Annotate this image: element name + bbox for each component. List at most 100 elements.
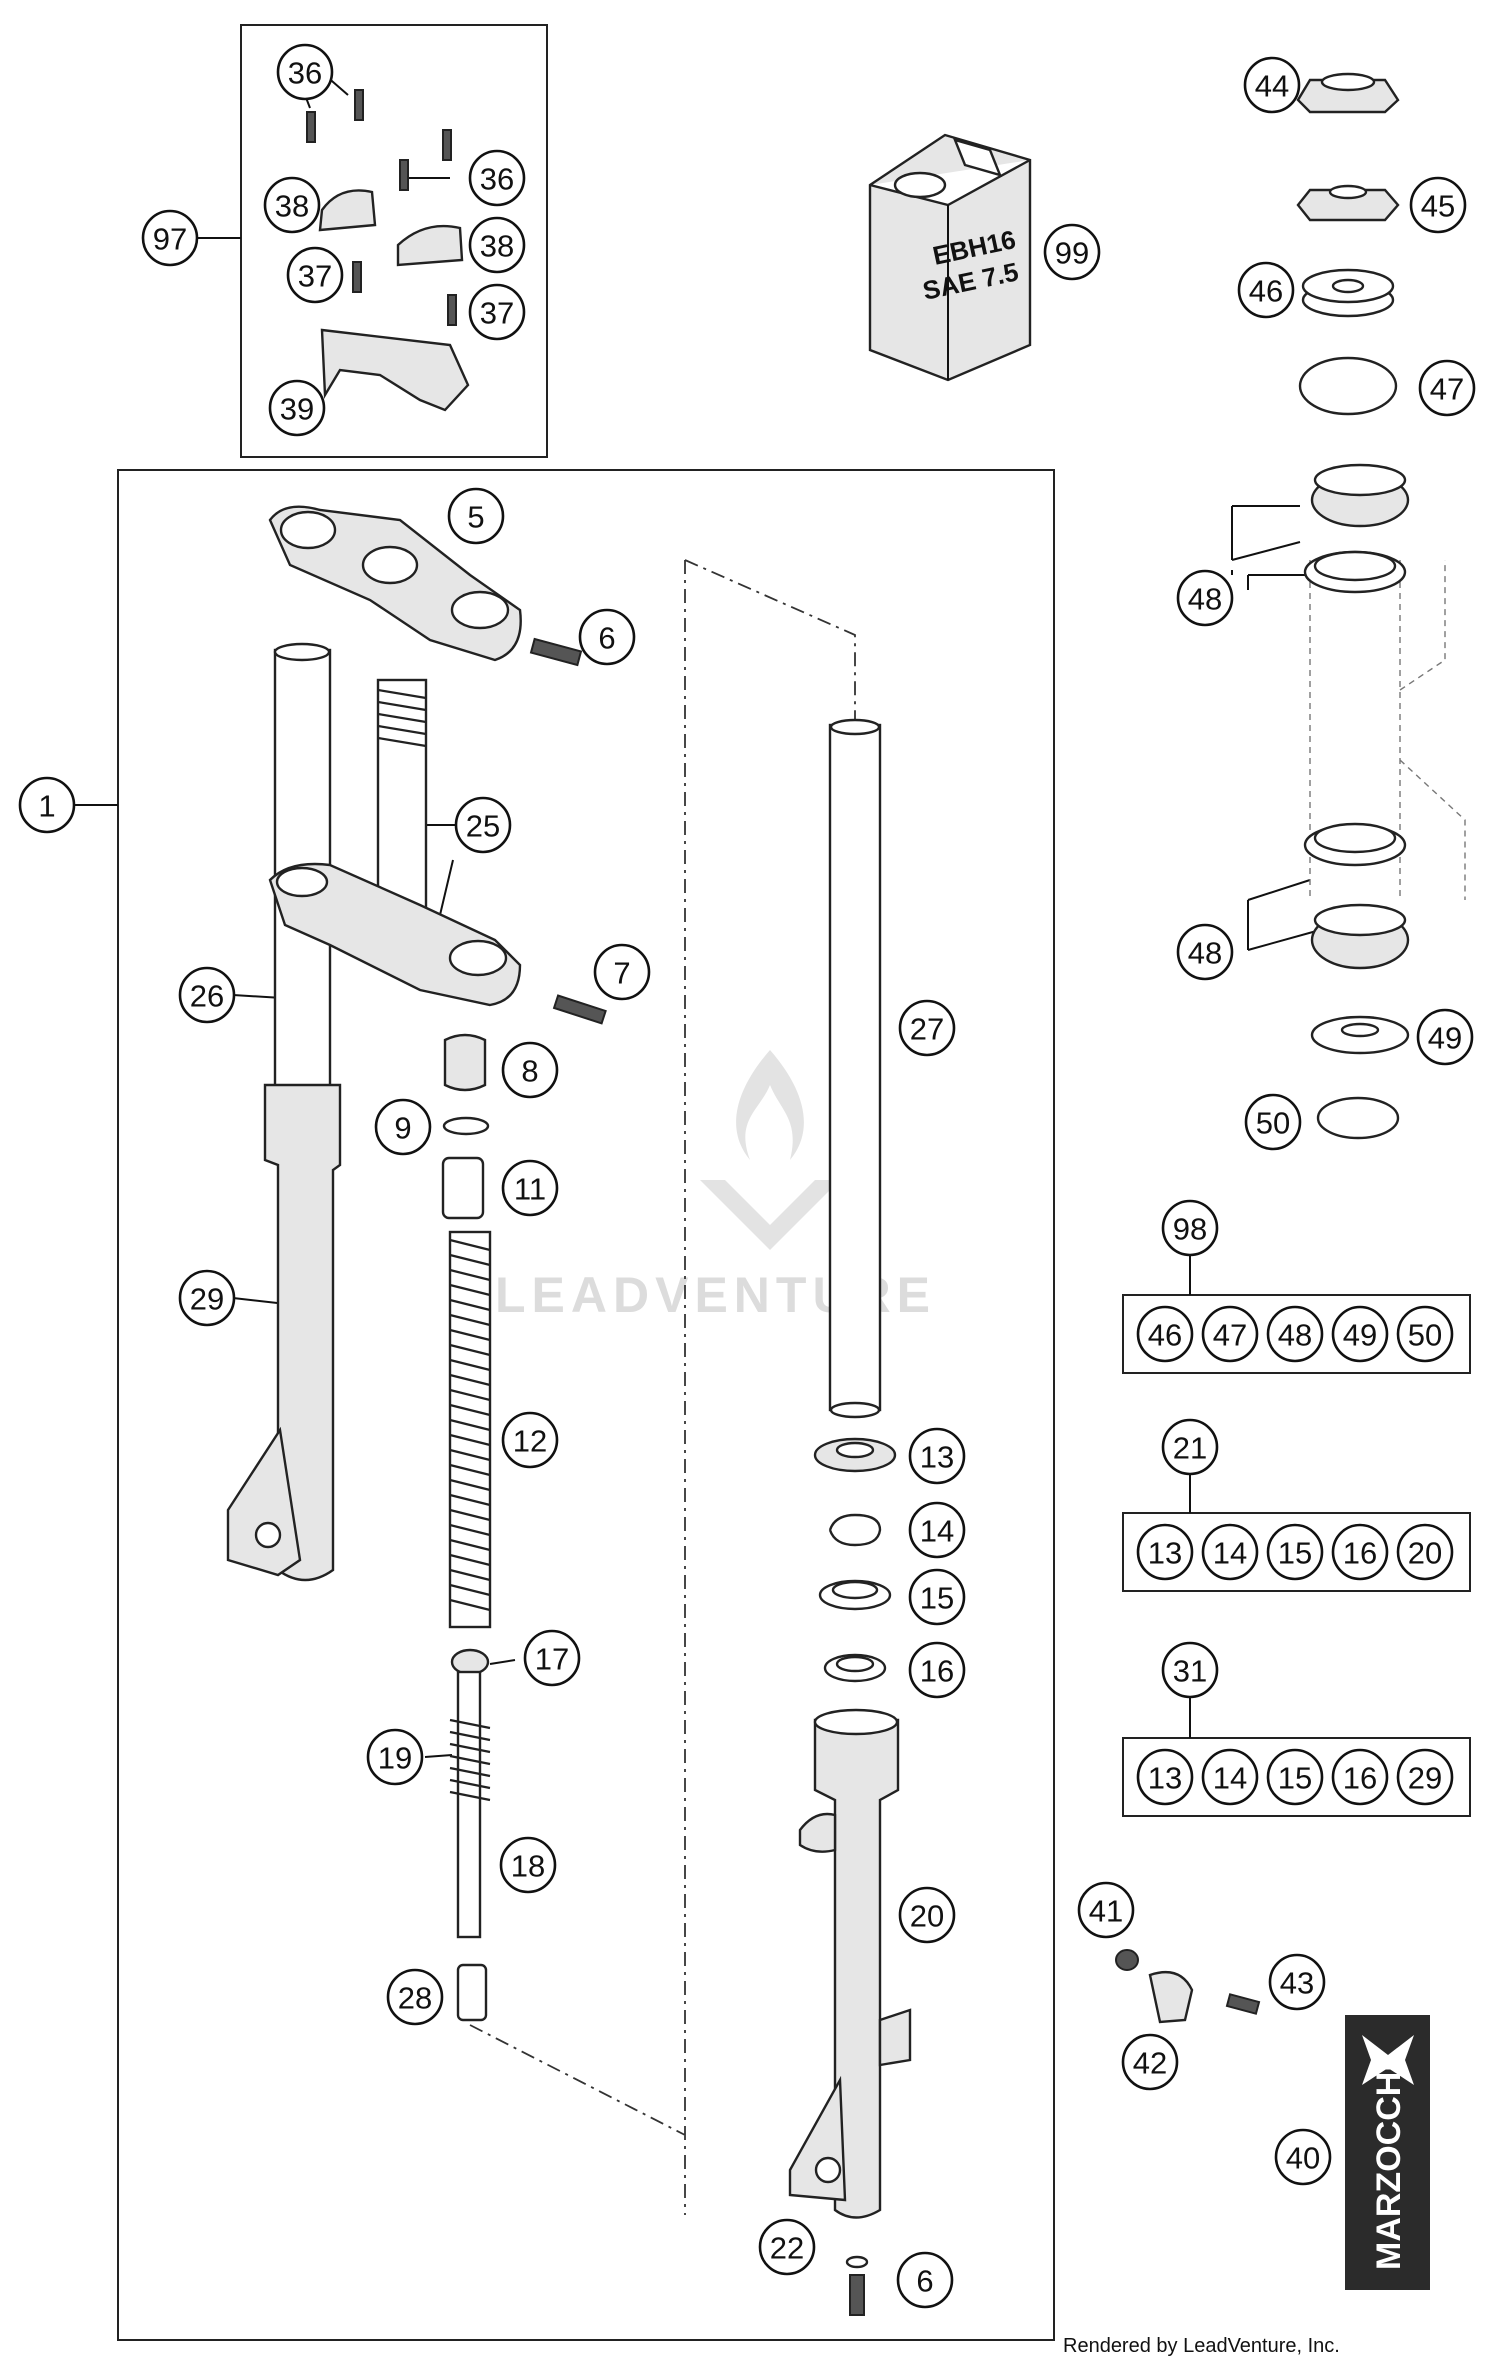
callout-36: 36 xyxy=(276,43,334,101)
callout-label: 22 xyxy=(770,2231,804,2266)
callout-label: 36 xyxy=(288,56,322,91)
callout-circle xyxy=(141,209,199,267)
callout-label: 48 xyxy=(1188,936,1222,971)
fork-tube-27 xyxy=(828,723,882,1412)
callout-48: 48 xyxy=(1176,569,1234,627)
kit-item-circle xyxy=(1136,1748,1194,1806)
callout-47: 47 xyxy=(1418,359,1476,417)
callout-40: 40 xyxy=(1274,2128,1332,2186)
callout-label: 6 xyxy=(916,2264,933,2299)
callout-label: 25 xyxy=(466,809,500,844)
clamp-kit-frame xyxy=(240,24,548,458)
callout-circle xyxy=(1161,1641,1219,1699)
callout-98: 98 xyxy=(1161,1199,1219,1257)
clamp-cap-upper xyxy=(318,189,377,232)
kit-item-label: 15 xyxy=(1278,1536,1312,1571)
callout-38: 38 xyxy=(263,176,321,234)
callout-5: 5 xyxy=(447,487,505,545)
rendered-by-credit: Rendered by LeadVenture, Inc. xyxy=(1063,2335,1340,2357)
callout-circle xyxy=(499,1836,557,1894)
kit-item-label: 16 xyxy=(1343,1761,1377,1796)
flame-icon xyxy=(736,1050,804,1160)
clamp-base xyxy=(320,328,470,412)
callout-44: 44 xyxy=(1243,56,1301,114)
clip-14 xyxy=(828,1513,882,1547)
callout-label: 16 xyxy=(920,1654,954,1689)
callout-circle xyxy=(1268,1953,1326,2011)
callout-circle xyxy=(501,1411,559,1469)
kit31-item-29: 29 xyxy=(1396,1748,1454,1806)
callout-layer: 9736363838373739994445464748484950982131… xyxy=(18,43,1476,2309)
leader-lines xyxy=(75,74,1321,1758)
kit98-item-48: 48 xyxy=(1266,1305,1324,1363)
callout-label: 43 xyxy=(1280,1966,1314,2001)
callout-28: 28 xyxy=(386,1968,444,2026)
callout-15: 15 xyxy=(908,1568,966,1626)
kit-98-box xyxy=(1122,1294,1471,1374)
callout-label: 50 xyxy=(1256,1106,1290,1141)
callout-circle xyxy=(523,1629,581,1687)
callout-9: 9 xyxy=(374,1098,432,1156)
callout-31: 31 xyxy=(1161,1641,1219,1699)
callout-circle xyxy=(1244,1093,1302,1151)
callout-43: 43 xyxy=(1268,1953,1326,2011)
callout-label: 45 xyxy=(1421,189,1455,224)
callout-26: 26 xyxy=(178,966,236,1024)
kit-item-label: 47 xyxy=(1213,1318,1247,1353)
callout-label: 47 xyxy=(1430,372,1464,407)
v-logo-icon xyxy=(700,1180,840,1250)
callout-label: 46 xyxy=(1249,274,1283,309)
callout-circle xyxy=(468,149,526,207)
kit21-item-14: 14 xyxy=(1201,1523,1259,1581)
callout-circle xyxy=(1409,176,1467,234)
callout-20: 20 xyxy=(898,1886,956,1944)
callout-circle xyxy=(1077,1881,1135,1939)
callout-label: 20 xyxy=(910,1899,944,1934)
callout-circle xyxy=(468,283,526,341)
callout-label: 38 xyxy=(480,229,514,264)
callout-label: 6 xyxy=(598,621,615,656)
kit21-item-20: 20 xyxy=(1396,1523,1454,1581)
spacer-11 xyxy=(441,1156,485,1220)
callout-21: 21 xyxy=(1161,1418,1219,1476)
kit-item-label: 14 xyxy=(1213,1761,1247,1796)
callout-27: 27 xyxy=(898,999,956,1057)
nut-45 xyxy=(1296,188,1400,222)
callout-label: 98 xyxy=(1173,1212,1207,1247)
kit-item-circle xyxy=(1331,1748,1389,1806)
bushing-28 xyxy=(456,1963,488,2022)
callout-label: 8 xyxy=(521,1054,538,1089)
o-ring-9 xyxy=(442,1116,490,1136)
spring-12 xyxy=(448,1230,492,1629)
fork-assembly-frame xyxy=(117,469,1055,2341)
callout-13: 13 xyxy=(908,1427,966,1485)
kit-item-label: 29 xyxy=(1408,1761,1442,1796)
callout-circle xyxy=(578,608,636,666)
bolt-7 xyxy=(552,994,607,1025)
callout-37: 37 xyxy=(286,246,344,304)
callout-circle xyxy=(1237,261,1295,319)
callout-circle xyxy=(468,216,526,274)
kit31-item-15: 15 xyxy=(1266,1748,1324,1806)
callout-label: 15 xyxy=(920,1581,954,1616)
callout-circle xyxy=(1043,223,1101,281)
callout-circle xyxy=(276,43,334,101)
kit98-item-47: 47 xyxy=(1201,1305,1259,1363)
clamp-cap-lower xyxy=(396,224,464,267)
callout-25: 25 xyxy=(454,796,512,854)
kit-item-circle xyxy=(1266,1748,1324,1806)
callout-label: 7 xyxy=(613,956,630,991)
callout-circle xyxy=(908,1501,966,1559)
callout-label: 11 xyxy=(514,1172,546,1207)
marzocchi-brand-text: MARZOCCHI xyxy=(1370,2062,1408,2270)
callout-circle xyxy=(758,2218,816,2276)
kit31-item-13: 13 xyxy=(1136,1748,1194,1806)
kit21-item-13: 13 xyxy=(1136,1523,1194,1581)
callout-label: 42 xyxy=(1133,2046,1167,2081)
callout-label: 26 xyxy=(190,979,224,1014)
kit-item-label: 14 xyxy=(1213,1536,1247,1571)
callout-circle xyxy=(1274,2128,1332,2186)
clamp-bolts xyxy=(306,89,457,326)
callout-circle xyxy=(374,1098,432,1156)
